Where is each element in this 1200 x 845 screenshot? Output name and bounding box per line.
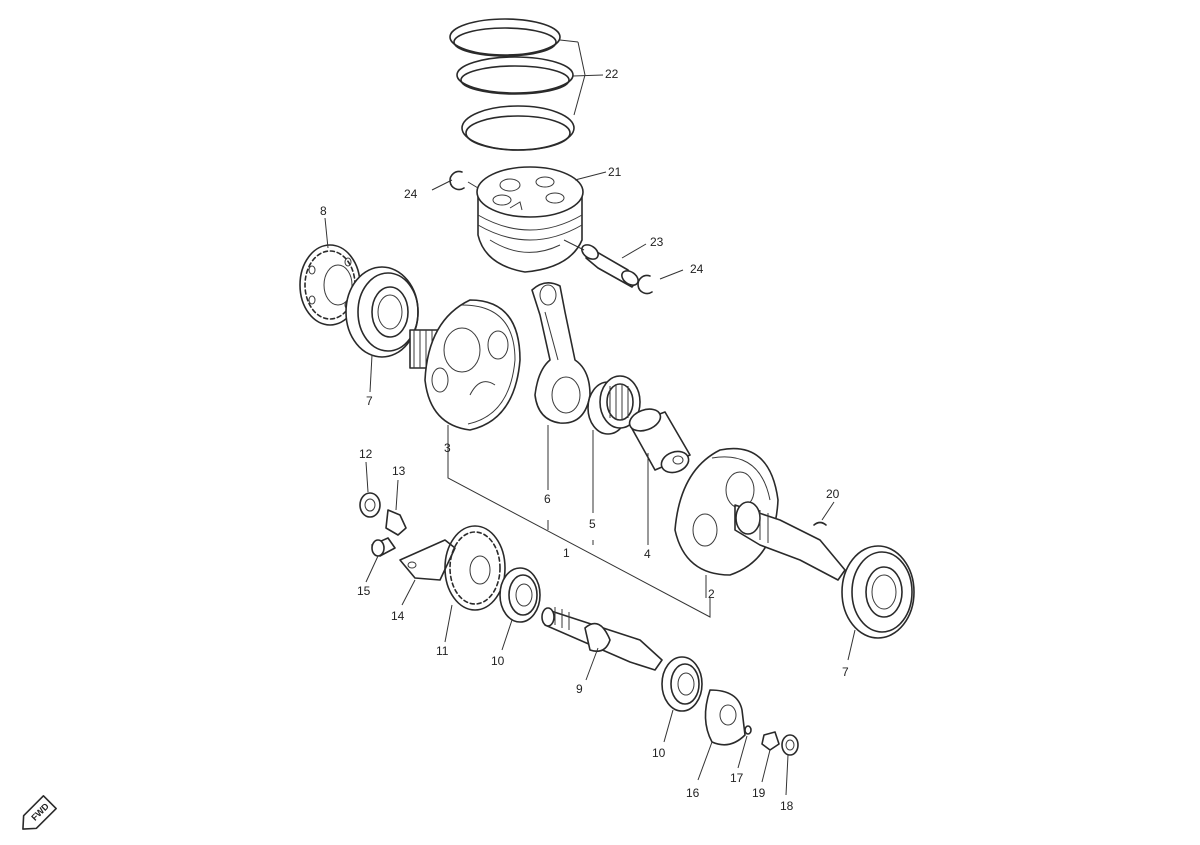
main-bearing-right bbox=[841, 545, 915, 661]
callout-16: 16 bbox=[686, 786, 700, 800]
callout-2: 2 bbox=[708, 587, 715, 601]
callout-20: 20 bbox=[826, 487, 840, 501]
circlips bbox=[431, 170, 684, 295]
crank-web-left bbox=[409, 299, 521, 460]
crank-web-right bbox=[674, 447, 846, 598]
fwd-arrow-icon: FWD bbox=[22, 795, 57, 830]
connecting-rod bbox=[531, 282, 591, 490]
callout-13: 13 bbox=[392, 464, 406, 478]
callout-14: 14 bbox=[391, 609, 405, 623]
main-bearing-left bbox=[345, 266, 419, 393]
callout-6: 6 bbox=[544, 492, 551, 506]
callout-10-right: 10 bbox=[652, 746, 666, 760]
callout-15: 15 bbox=[357, 584, 371, 598]
callout-24-left: 24 bbox=[404, 187, 418, 201]
callout-22: 22 bbox=[605, 67, 619, 81]
callout-labels: 22 21 24 23 24 8 7 3 6 5 1 4 2 20 7 12 1… bbox=[320, 67, 849, 813]
callout-19: 19 bbox=[752, 786, 766, 800]
nut-18 bbox=[781, 734, 799, 796]
woodruff-key bbox=[813, 501, 835, 526]
plate-14 bbox=[399, 539, 456, 606]
key-17 bbox=[737, 725, 752, 769]
bolt-15 bbox=[365, 537, 396, 583]
piston bbox=[476, 166, 607, 273]
callout-21: 21 bbox=[608, 165, 622, 179]
callout-4: 4 bbox=[644, 547, 651, 561]
balancer-drive-gear bbox=[444, 525, 506, 643]
callout-8: 8 bbox=[320, 204, 327, 218]
assembly-bracket bbox=[447, 460, 711, 618]
balancer-bearing-right bbox=[661, 656, 703, 743]
balancer-bearing-left bbox=[499, 567, 541, 651]
callout-3: 3 bbox=[444, 441, 451, 455]
needle-bearing bbox=[587, 375, 641, 513]
balancer-weight bbox=[697, 689, 746, 781]
callout-23: 23 bbox=[650, 235, 664, 249]
callout-24-right: 24 bbox=[690, 262, 704, 276]
piston-rings bbox=[449, 18, 604, 151]
callout-12: 12 bbox=[359, 447, 373, 461]
callout-17: 17 bbox=[730, 771, 744, 785]
crank-pin bbox=[628, 408, 691, 545]
callout-5: 5 bbox=[589, 517, 596, 531]
callout-1: 1 bbox=[563, 546, 570, 560]
callout-9: 9 bbox=[576, 682, 583, 696]
lock-washer-19 bbox=[761, 731, 780, 783]
callout-7-left: 7 bbox=[366, 394, 373, 408]
callout-10-left: 10 bbox=[491, 654, 505, 668]
callout-7-right: 7 bbox=[842, 665, 849, 679]
lock-washer-13 bbox=[385, 479, 407, 536]
piston-pin bbox=[563, 239, 647, 288]
balancer-shaft bbox=[541, 607, 663, 681]
nut-12 bbox=[359, 461, 381, 518]
callout-11: 11 bbox=[436, 644, 449, 658]
callout-18: 18 bbox=[780, 799, 794, 813]
